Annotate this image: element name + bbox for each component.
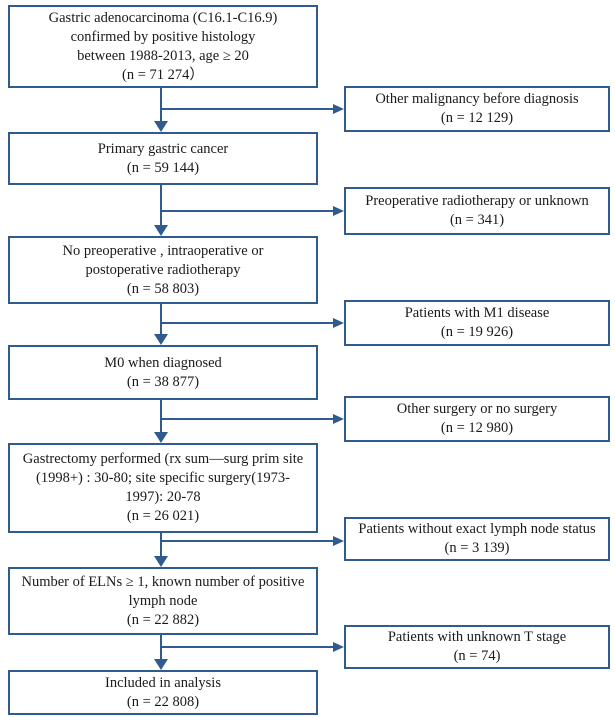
box-text-line: M0 when diagnosed (104, 354, 222, 371)
box-no-radiotherapy: No preoperative , intraoperative or post… (8, 236, 318, 304)
box-n-count: (n = 71 274） (122, 66, 204, 83)
box-primary-gastric-cancer: Primary gastric cancer (n = 59 144) (8, 132, 318, 185)
down-arrowhead (154, 334, 168, 345)
box-n-count: (n = 74) (453, 648, 501, 664)
box-n-count: (n = 58 803) (126, 280, 200, 297)
box-m0-when-diagnosed: M0 when diagnosed (n = 38 877) (8, 345, 318, 400)
box-text-line: Gastric adenocarcinoma (C16.1-C16.9) (48, 9, 278, 26)
box-text-line: No preoperative , intraoperative or (62, 242, 264, 259)
box-text-line: Gastrectomy performed (rx sum—surg prim … (22, 451, 304, 467)
box-n-count: (n = 12 980) (440, 420, 514, 436)
right-arrowhead (333, 536, 344, 546)
box-text-line: between 1988-2013, age ≥ 20 (77, 47, 249, 64)
box-text-line: Other malignancy before diagnosis (375, 91, 579, 107)
box-excluded-no-lymph-status: Patients without exact lymph node status… (344, 517, 610, 561)
right-arrowhead (333, 414, 344, 424)
box-n-count: (n = 19 926) (440, 324, 514, 340)
box-n-count: (n = 59 144) (126, 159, 200, 176)
down-arrowhead (154, 659, 168, 670)
box-excluded-m1-disease: Patients with M1 disease (n = 19 926) (344, 300, 610, 346)
box-text-line: (1998+) : 30-80; site specific surgery(1… (36, 470, 290, 486)
right-arrowhead (333, 318, 344, 328)
box-text-line: Number of ELNs ≥ 1, known number of posi… (21, 573, 305, 590)
box-text-line: Patients with M1 disease (404, 305, 550, 321)
box-n-count: (n = 22 808) (126, 693, 200, 710)
box-text-line: lymph node (128, 592, 198, 609)
box-n-count: (n = 26 021) (126, 508, 200, 524)
box-text-line: confirmed by positive histology (70, 28, 256, 45)
right-arrowhead (333, 104, 344, 114)
box-text-line: Primary gastric cancer (97, 140, 229, 157)
down-arrowhead (154, 556, 168, 567)
down-arrowhead (154, 225, 168, 236)
box-initial-cohort: Gastric adenocarcinoma (C16.1-C16.9) con… (8, 5, 318, 88)
box-excluded-preop-radiotherapy: Preoperative radiotherapy or unknown (n … (344, 187, 610, 235)
box-text-line: postoperative radiotherapy (85, 261, 241, 278)
box-n-count: (n = 3 139) (444, 540, 510, 556)
box-excluded-unknown-t-stage: Patients with unknown T stage (n = 74) (344, 625, 610, 669)
box-text-line: Included in analysis (105, 674, 221, 691)
down-arrowhead (154, 432, 168, 443)
box-elns-known-positive-nodes: Number of ELNs ≥ 1, known number of posi… (8, 567, 318, 635)
right-arrowhead (333, 206, 344, 216)
box-text-line: 1997): 20-78 (125, 489, 201, 505)
box-excluded-other-malignancy: Other malignancy before diagnosis (n = 1… (344, 86, 610, 132)
box-n-count: (n = 22 882) (126, 611, 200, 628)
box-text-line: Other surgery or no surgery (396, 401, 558, 417)
box-gastrectomy-performed: Gastrectomy performed (rx sum—surg prim … (8, 443, 318, 533)
down-arrowhead (154, 121, 168, 132)
box-text-line: Patients with unknown T stage (387, 629, 567, 645)
box-included-in-analysis: Included in analysis (n = 22 808) (8, 670, 318, 715)
box-text-line: Patients without exact lymph node status (358, 521, 596, 537)
box-n-count: (n = 12 129) (440, 110, 514, 126)
box-n-count: (n = 341) (449, 212, 505, 228)
box-n-count: (n = 38 877) (126, 373, 200, 390)
box-text-line: Preoperative radiotherapy or unknown (365, 193, 589, 209)
right-arrowhead (333, 642, 344, 652)
box-excluded-other-surgery: Other surgery or no surgery (n = 12 980) (344, 396, 610, 442)
